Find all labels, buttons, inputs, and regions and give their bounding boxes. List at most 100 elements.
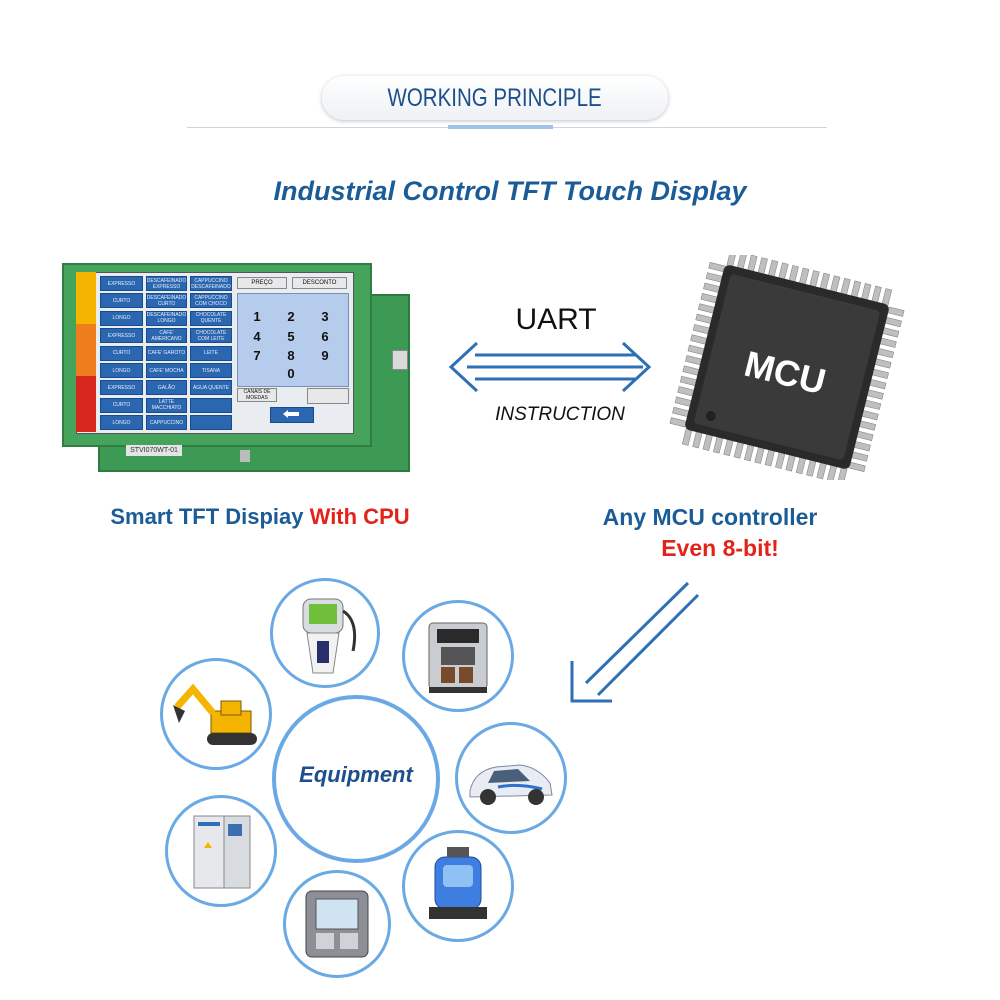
chip-pin [837, 466, 848, 480]
strip-segment-orange [76, 324, 96, 376]
chip-pin [881, 288, 893, 306]
chip-pin [764, 448, 776, 467]
diagonal-arrow [570, 581, 700, 703]
menu-item[interactable]: LATTE MACCHIATO [146, 397, 187, 413]
double-arrow-icon [448, 341, 652, 393]
menu-item[interactable]: CURTO [100, 293, 143, 309]
chip-pin [866, 389, 884, 400]
keypad-key[interactable]: 6 [321, 328, 329, 344]
coin-button[interactable]: CANAIS DE MOEDAS [237, 388, 277, 402]
menu-item[interactable]: CAFE' MOCHA [146, 363, 187, 378]
model-label: STVI070WT-01 [126, 445, 182, 456]
header-divider-accent [448, 125, 553, 129]
circle-explosion-proof-box [283, 870, 391, 978]
caption-display-main: Smart TFT Dispiay [110, 504, 310, 529]
keypad-key[interactable]: 2 [287, 308, 295, 324]
menu-item[interactable] [190, 397, 232, 413]
circle-medical-device [402, 830, 514, 942]
menu-item[interactable]: CAFE' AMERICANO [146, 328, 187, 344]
mcu-chip-icon [669, 255, 905, 480]
menu-item[interactable]: DESCAFEINADO EXPRESSO [146, 276, 187, 291]
arrow-down-left-icon [570, 581, 700, 703]
electric-car-icon [469, 764, 553, 805]
menu-item[interactable]: CHOCOLATE QUENTE [190, 310, 232, 326]
connector [392, 350, 408, 370]
menu-item[interactable]: TISANA [190, 363, 232, 378]
menu-item[interactable]: CURTO [100, 345, 143, 361]
keypad-key[interactable]: 9 [321, 347, 329, 363]
keypad-key[interactable]: 1 [253, 308, 261, 324]
chip-pin [692, 430, 703, 449]
chip-pin [873, 358, 892, 369]
menu-item[interactable]: CAPPUCCINO DESCAFEINADO [190, 276, 232, 291]
menu-item[interactable]: EXPRESSO [100, 328, 143, 344]
header-pill: WORKING PRINCIPLE [322, 76, 668, 120]
keypad-key[interactable]: 4 [253, 328, 261, 344]
chip-pin [855, 430, 874, 441]
chip-pin [674, 396, 693, 407]
chip-pin [726, 255, 737, 268]
menu-item[interactable]: DESCAFEINADO LONGO [146, 310, 187, 326]
back-button[interactable] [270, 407, 314, 423]
blank-button[interactable] [307, 388, 349, 404]
chip-pin [690, 334, 708, 345]
menu-item[interactable]: LEITE [190, 345, 232, 361]
strip-segment-red [76, 376, 96, 432]
center-circle [272, 695, 440, 863]
uart-label: UART [515, 303, 597, 336]
chip-pin [863, 399, 882, 410]
menu-item[interactable]: CURTO [100, 397, 143, 413]
page-title: WORKING PRINCIPLE [387, 83, 603, 112]
chip-pin [757, 257, 768, 275]
chip-pin [747, 255, 758, 273]
strip-segment-yellow [76, 272, 96, 324]
discount-button[interactable]: DESCONTO [292, 277, 347, 289]
beauty-device-icon [302, 598, 357, 674]
chip-pin [806, 459, 817, 477]
menu-item[interactable]: CAFE' GAROTO [146, 345, 187, 361]
menu-item[interactable]: LONGO [100, 415, 143, 431]
menu-item[interactable]: CHOCOLATE COM LEITE [190, 328, 232, 344]
chip-pin [723, 438, 734, 457]
menu-item[interactable]: EXPRESSO [100, 380, 143, 396]
menu-item[interactable]: CAPPUCCINO COM CHOCO [190, 293, 232, 309]
screen-side-strip [76, 272, 96, 432]
chip-pin [703, 282, 721, 293]
menu-item[interactable]: EXPRESSO [100, 276, 143, 291]
chip-pin [702, 433, 713, 451]
menu-item[interactable]: ÁGUA QUENTE [190, 380, 232, 396]
keypad-key[interactable]: 7 [253, 347, 261, 363]
chip-pin [840, 277, 851, 296]
menu-item[interactable] [190, 415, 232, 431]
menu-item[interactable]: LONGO [100, 363, 143, 378]
chip-pin [788, 265, 799, 283]
chip-pin [829, 275, 841, 293]
keypad-key[interactable]: 3 [321, 308, 329, 324]
keypad-key[interactable]: 0 [287, 365, 295, 381]
menu-item[interactable]: LONGO [100, 310, 143, 326]
chip-pin [677, 386, 695, 397]
chip-pin [695, 313, 713, 325]
uart-arrows [448, 341, 652, 393]
menu-item[interactable]: CAPPUCCINO [146, 415, 187, 431]
menu-item[interactable]: DESCAFEINADO CURTO [146, 293, 187, 309]
excavator-icon [173, 683, 257, 745]
chip-pin [819, 272, 830, 291]
menu-item[interactable]: GALÃO [146, 380, 187, 396]
chip-pin [697, 303, 716, 314]
price-button[interactable]: PREÇO [237, 277, 287, 289]
chip-pin [809, 270, 820, 288]
chip-pin [876, 347, 895, 359]
keypad-panel [237, 293, 349, 387]
keypad-key[interactable]: 5 [287, 328, 295, 344]
chip-pin [826, 464, 838, 480]
keypad-key[interactable]: 8 [287, 347, 295, 363]
chip-pin [679, 375, 698, 387]
caption-mcu: Any MCU controller [602, 504, 818, 530]
instruction-label: INSTRUCTION [495, 404, 625, 425]
chip-pin [884, 316, 902, 328]
chip-pin [708, 261, 726, 273]
circle-excavator [160, 658, 272, 770]
chip-pin [669, 417, 688, 428]
chip-pin [754, 446, 765, 464]
